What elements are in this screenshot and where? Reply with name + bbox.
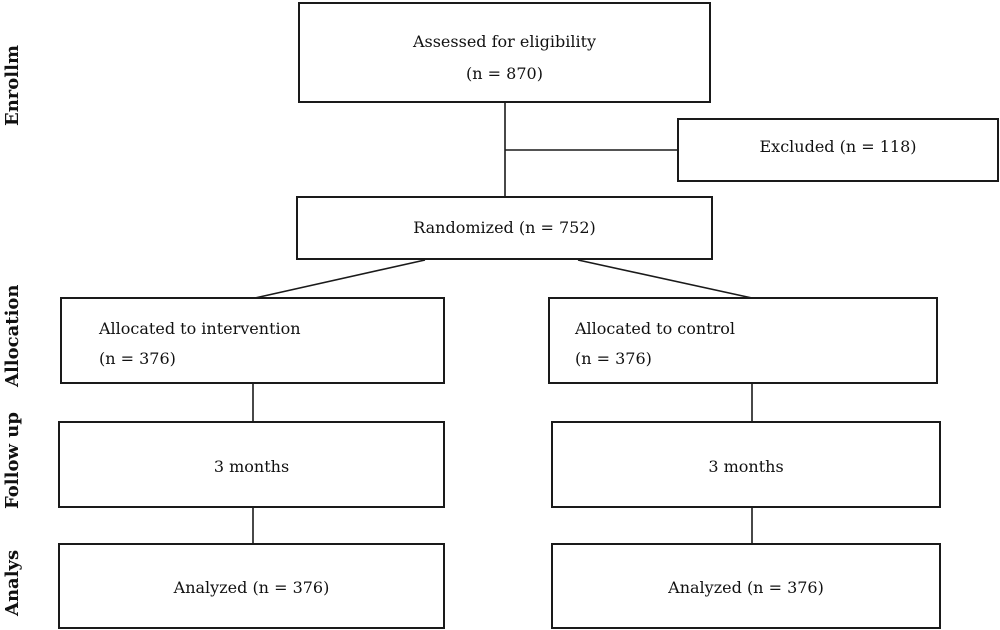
assessed-count: (n = 870): [466, 64, 543, 83]
intervention-analyzed-box: Analyzed (n = 376): [58, 543, 445, 629]
intervention-allocation-box: Allocated to intervention (n = 376): [60, 297, 445, 384]
intervention-analyzed-label: Analyzed (n = 376): [173, 578, 330, 597]
control-allocation-label: Allocated to control: [575, 319, 736, 338]
excluded-label: Excluded (n = 118): [759, 137, 917, 156]
control-allocation-box: Allocated to control (n = 376): [548, 297, 938, 384]
excluded-box: Excluded (n = 118): [677, 118, 999, 182]
control-follow-up-box: 3 months: [551, 421, 941, 508]
intervention-allocation-label: Allocated to intervention: [99, 319, 301, 338]
connector-randomized-to-intervention: [254, 259, 426, 299]
stage-label-enrollment: Enrollm: [2, 44, 23, 126]
control-analyzed-box: Analyzed (n = 376): [551, 543, 941, 629]
stage-label-allocation: Allocation: [2, 284, 23, 387]
stage-label-analysis: Analys: [2, 549, 23, 616]
intervention-follow-up-box: 3 months: [58, 421, 445, 508]
randomized-label: Randomized (n = 752): [413, 218, 596, 237]
stage-label-follow-up: Follow up: [2, 412, 23, 509]
control-follow-up-label: 3 months: [708, 457, 784, 476]
assessed-label: Assessed for eligibility: [412, 32, 597, 51]
control-analyzed-label: Analyzed (n = 376): [668, 578, 824, 597]
intervention-allocation-count: (n = 376): [99, 349, 176, 368]
intervention-follow-up-label: 3 months: [213, 457, 290, 476]
assessed-box: Assessed for eligibility (n = 870): [298, 2, 711, 103]
connector-randomized-to-control: [577, 259, 753, 299]
randomized-box: Randomized (n = 752): [296, 196, 713, 260]
control-allocation-count: (n = 376): [575, 349, 652, 368]
